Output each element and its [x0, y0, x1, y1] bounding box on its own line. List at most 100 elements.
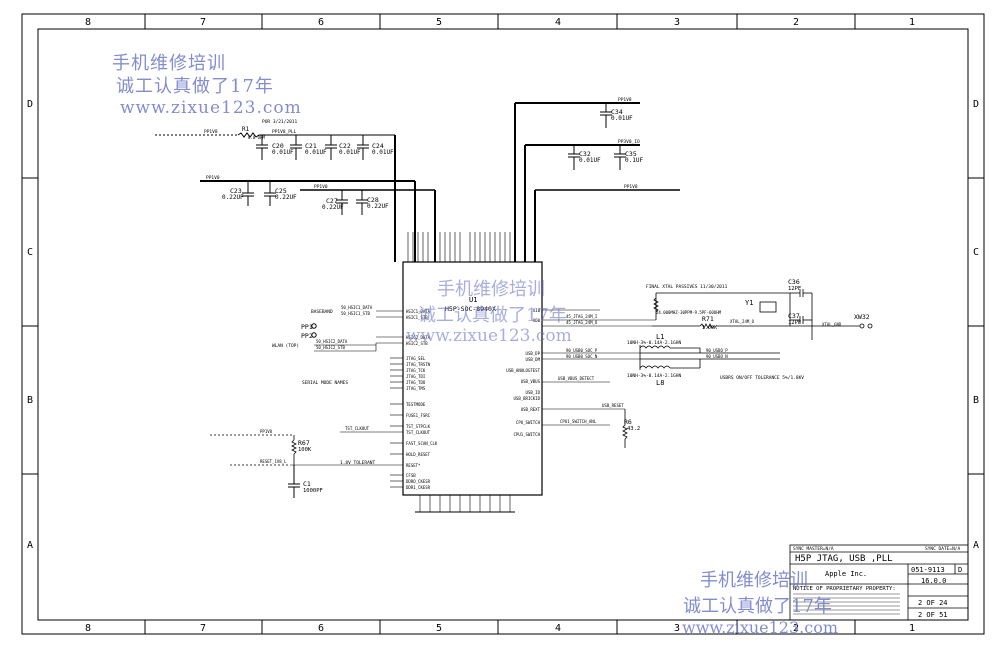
outer-frame — [21, 13, 985, 635]
wlan-label: WLAN (TOP) — [272, 343, 299, 349]
net-label: RESET_1V8_L — [260, 459, 287, 464]
watermark-text: 诚工认真做了17年 — [683, 596, 832, 617]
row-label: A — [27, 540, 33, 551]
inner-frame — [37, 28, 969, 621]
pp1v8-pll-rail — [155, 132, 396, 262]
col-label: 8 — [85, 17, 91, 28]
right-power-rails — [514, 102, 680, 262]
por-note: POR 3/21/2011 — [262, 119, 298, 125]
cap-value: 0.1UF — [625, 157, 643, 164]
cap-c32 — [568, 145, 580, 170]
net-label: CPU1_SWITCH_ANL — [560, 419, 597, 424]
pin-label: HOLD_RESET — [406, 452, 431, 457]
pin-label: JTAG_TCK — [406, 368, 426, 373]
cap-value: 1000PF — [303, 488, 323, 494]
soc-left-pin-labels: HSIC1_DATA HSIC1_STB HSIC2_DATA HSIC2_ST… — [406, 309, 438, 490]
soc-body — [402, 261, 543, 496]
sheet-number: 2 OF 24 — [918, 599, 948, 607]
cap-c27: C27 0.22UF — [322, 197, 348, 215]
cap-value: 12PF — [788, 320, 801, 326]
soc-bottom-pins — [415, 495, 515, 513]
net-label: 50_HSIC2_STB — [316, 345, 345, 350]
usb-tolerance-note: USBRS ON/OFF TOLERANCE 5%/1.8KV — [720, 375, 804, 381]
soc-right-net-labels: 45_JTAG_24M_I 45_JTAG_24M_O 90_USB0_SOC_… — [558, 314, 842, 424]
crystal-ref: Y1 — [745, 299, 753, 307]
tolerant-note: 1.8V TOLERANT — [340, 460, 376, 466]
cap-ref: C32 — [579, 150, 591, 158]
col-label: 8 — [85, 623, 91, 634]
title-block — [789, 544, 969, 621]
resistor-ref: R6 — [624, 418, 632, 426]
cap-c28: C28 0.22UF — [356, 196, 389, 215]
watermark-text: 诚工认真做了17年 — [418, 305, 567, 326]
pin-label: USB_ID — [526, 390, 541, 395]
cap-ref: C34 — [611, 108, 623, 116]
cap-ref: C24 — [372, 142, 384, 150]
sheet-title: H5P JTAG, USB ,PLL — [795, 554, 893, 564]
revision: 16.0.0 — [921, 577, 946, 585]
watermark-text: 手机维修培训 — [437, 279, 545, 300]
net-label: PP1V8 — [204, 129, 218, 135]
crystal-value: 24.000MHZ-30PPM-9.5PF-60OHM — [656, 310, 722, 315]
watermark-text: 诚工认真做了17年 — [116, 76, 274, 97]
pin-label: HSIC1_DATA — [406, 309, 431, 314]
col-label: 1 — [909, 17, 915, 28]
col-label: 7 — [200, 17, 206, 28]
watermark-text: www.zixue123.com — [406, 326, 572, 346]
row-label: D — [27, 99, 33, 110]
pin-label: USB_ANALOGTEST — [506, 368, 540, 373]
row-ticks — [22, 177, 984, 475]
pin-label: JTAG_TDI — [406, 374, 426, 379]
resistor-ref: R67 — [298, 439, 310, 447]
test-point-pp2 — [311, 332, 317, 338]
cap-c20: C20 0.01UF — [256, 142, 294, 160]
notice-fine-print — [793, 593, 900, 615]
test-point-ref: PP1 — [301, 323, 313, 331]
net-label: 90_USB0_SOC_P — [566, 348, 598, 353]
pin-label: USB_DM — [526, 357, 541, 362]
watermark-text: 手机维修培训 — [112, 53, 226, 74]
col-label: 4 — [555, 17, 561, 28]
cap-c35 — [614, 145, 626, 170]
pin-label: HSIC2_STB — [406, 341, 428, 346]
pin-label: USB_REXT — [521, 407, 541, 412]
pin-label: XI0 — [533, 308, 541, 313]
cap-value: 0.01UF — [272, 149, 294, 156]
inductor-ref: L8 — [656, 379, 664, 387]
net-label: 50_HSIC2_DATA — [316, 339, 348, 344]
watermark-text: www.zixue123.com — [682, 618, 839, 637]
row-labels: D C B A D C B A — [27, 99, 979, 551]
row-label: C — [973, 247, 979, 258]
pin-label: CFSB — [406, 473, 416, 478]
row-label: B — [27, 395, 33, 406]
column-labels: 8 7 6 5 4 3 2 1 8 7 6 5 4 3 2 1 — [85, 17, 915, 634]
pp1v0-rail — [200, 180, 436, 262]
cap-ref: C35 — [625, 150, 637, 158]
cap-ref: C25 — [275, 187, 287, 195]
row-label: D — [973, 99, 979, 110]
cap-ref: C23 — [230, 187, 242, 195]
chip-ref: U1 — [469, 296, 477, 304]
inductor-value: 10NH-3%-0.14A-2.1GHN — [627, 373, 681, 379]
net-label: PP1V8 — [618, 97, 632, 103]
cap-ref: C28 — [367, 196, 379, 204]
cap-value: 0.22UF — [322, 204, 344, 211]
company-name: Apple Inc. — [825, 570, 867, 578]
proprietary-notice: NOTICE OF PROPRIETARY PROPERTY: — [793, 586, 896, 592]
net-label: 50_HSIC1_DATA — [341, 305, 373, 310]
cap-value: 0.01UF — [305, 149, 327, 156]
col-label: 1 — [909, 623, 915, 634]
net-label: USB_VBUS_DETECT — [558, 376, 595, 381]
cap-c21: C21 0.01UF — [290, 142, 327, 160]
cap-value: 0.01UF — [372, 149, 394, 156]
cap-value: 0.01UF — [611, 115, 633, 122]
watermark-text: www.zixue123.com — [120, 98, 302, 118]
cap-value: 0.01UF — [579, 157, 601, 164]
watermark-text: 手机维修培训 — [700, 570, 808, 591]
wlan-bus — [314, 343, 377, 352]
net-label: TST_CLKOUT — [345, 426, 370, 431]
pin-label: TST_CLKOUT — [406, 430, 431, 435]
cap-value: 0.22UF — [275, 194, 297, 201]
pin-label: TST_STPCLK — [406, 424, 431, 429]
inductors — [639, 345, 780, 370]
